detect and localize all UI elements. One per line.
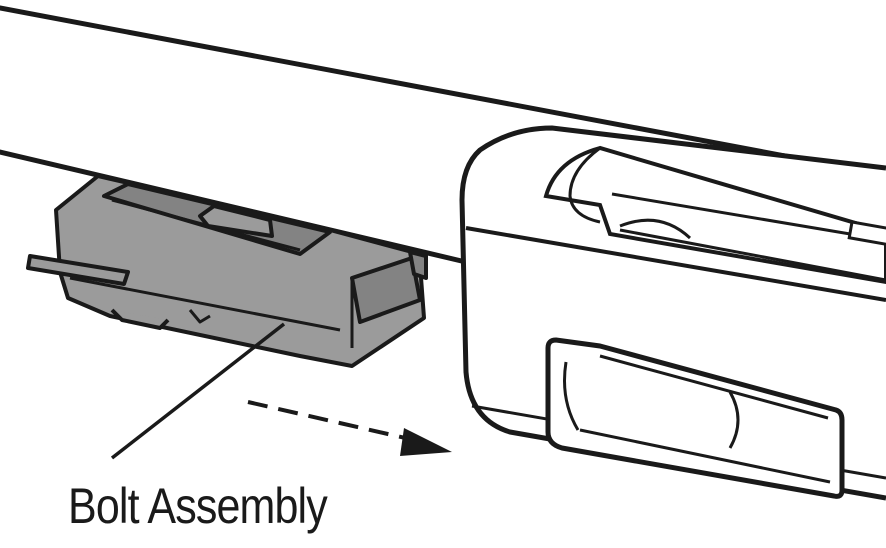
bolt-assembly-label: Bolt Assembly [68,478,328,534]
ejection-port [543,145,886,285]
loading-port [545,337,845,499]
insertion-direction-arrow [247,400,452,456]
bolt-assembly [26,174,428,368]
barrel-top-edge [0,5,886,178]
callout-leader-line [110,322,286,460]
